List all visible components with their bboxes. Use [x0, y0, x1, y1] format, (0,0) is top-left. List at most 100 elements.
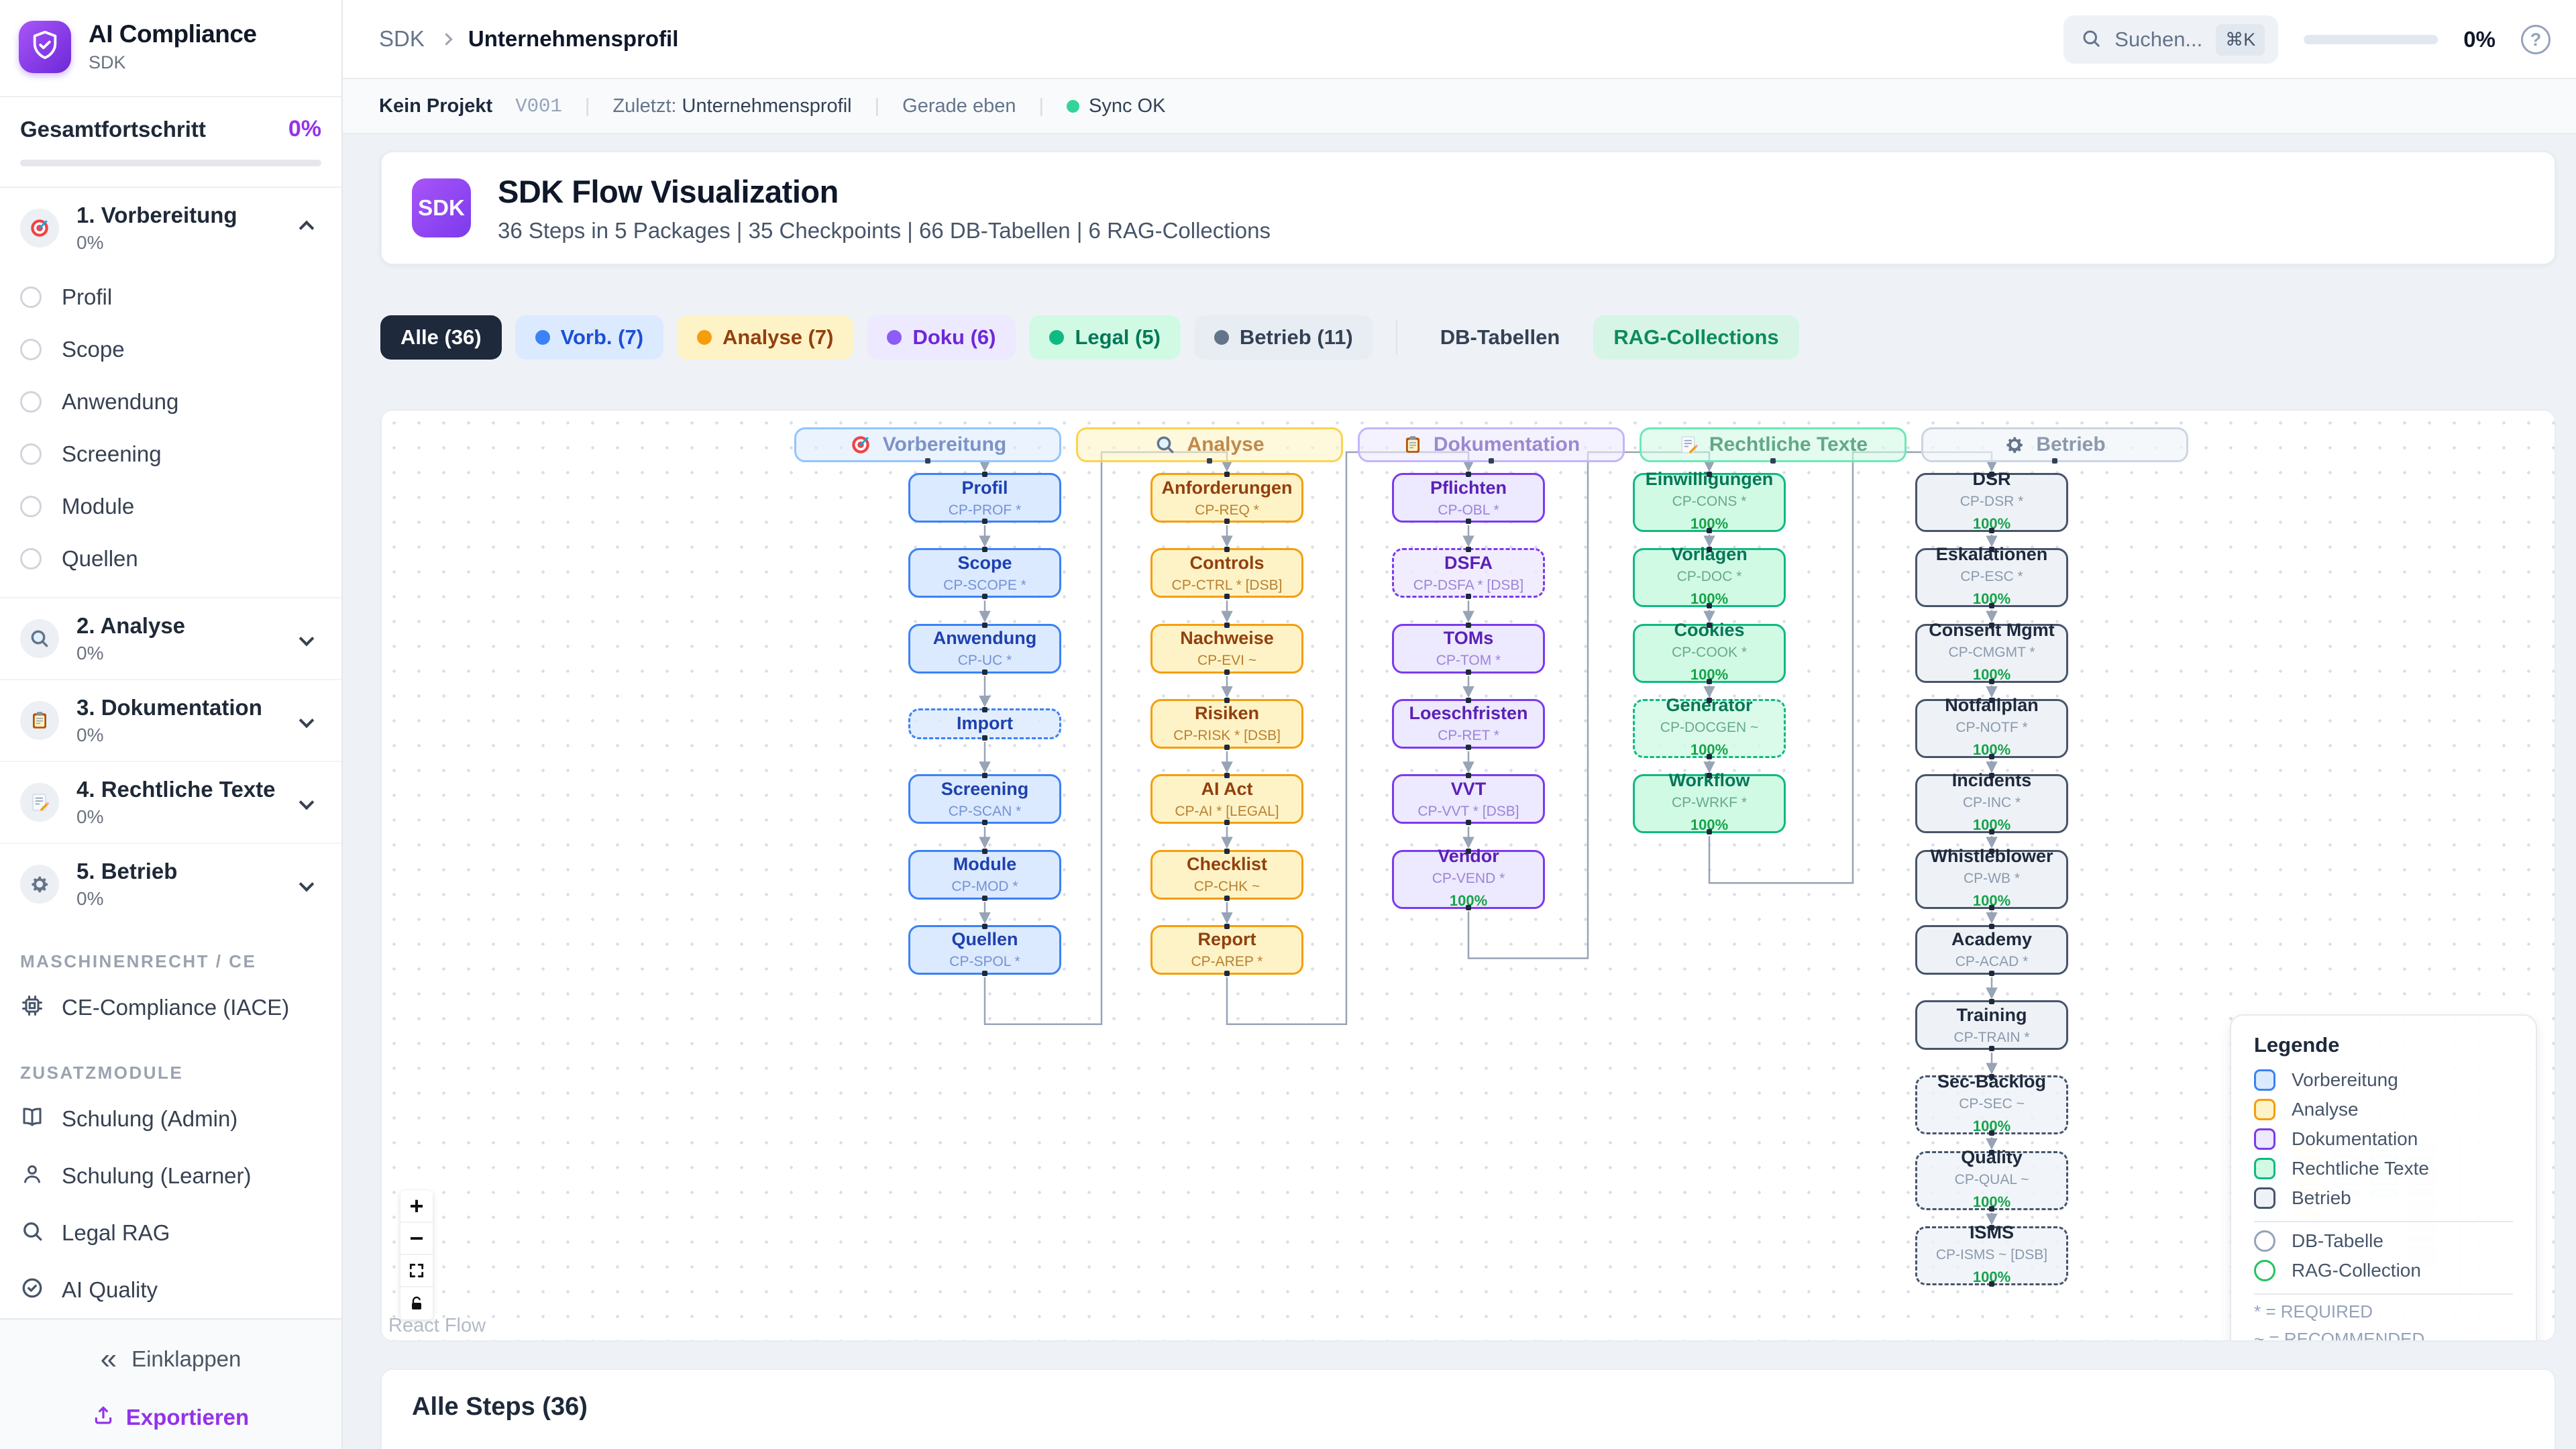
node-progress-pct: 100%	[1972, 515, 2011, 532]
sidebar-item-legal-rag[interactable]: Legal RAG	[0, 1204, 341, 1261]
column-header-analyse[interactable]: Analyse	[1076, 427, 1343, 464]
filter-chip-analyse-7-[interactable]: Analyse (7)	[677, 315, 854, 360]
sidebar-item-screening[interactable]: Screening	[0, 428, 341, 480]
fit-view-button[interactable]	[400, 1255, 433, 1287]
breadcrumb-root[interactable]: SDK	[379, 26, 425, 51]
flow-node-import[interactable]: Import	[908, 706, 1061, 741]
filter-chip-alle-36-[interactable]: Alle (36)	[380, 315, 502, 360]
phase-pct: 0%	[76, 643, 104, 663]
sidebar-item-schulung-learner-[interactable]: Schulung (Learner)	[0, 1147, 341, 1204]
collapse-sidebar-button[interactable]: « Einklappen	[100, 1342, 241, 1375]
sidebar-item-module[interactable]: Module	[0, 480, 341, 533]
question-circle-icon[interactable]: ?	[2521, 25, 2551, 54]
last-time: Gerade eben	[902, 95, 1016, 117]
sidebar-item-ce-compliance-iace-[interactable]: CE-Compliance (IACE)	[0, 979, 341, 1036]
overall-progress-value: 0%	[288, 116, 321, 142]
column-header-rechtliche-texte[interactable]: Rechtliche Texte	[1640, 427, 1907, 464]
chevron-down-icon	[299, 712, 315, 729]
reactflow-attribution[interactable]: React Flow	[388, 1315, 486, 1336]
filter-chip-legal-5-[interactable]: Legal (5)	[1029, 315, 1181, 360]
phase-name: 5. Betrieb	[76, 859, 178, 883]
phase-item-5[interactable]: 5. Betrieb 0%	[0, 843, 341, 924]
phase-item-4[interactable]: 4. Rechtliche Texte 0%	[0, 761, 341, 843]
node-progress-pct: 100%	[1690, 590, 1729, 608]
lock-toggle-button[interactable]	[400, 1287, 433, 1320]
legend-shape-item: RAG-Collection	[2254, 1260, 2513, 1281]
phase-item-1[interactable]: 1. Vorbereitung 0%	[0, 188, 341, 268]
filter-chip-rag-collections[interactable]: RAG-Collections	[1593, 315, 1799, 360]
column-header-vorbereitung[interactable]: Vorbereitung	[794, 427, 1061, 464]
all-steps-heading: Alle Steps (36)	[412, 1393, 588, 1421]
phase-item-3[interactable]: 3. Dokumentation 0%	[0, 679, 341, 761]
node-progress-pct: 100%	[1972, 741, 2011, 758]
sidebar-item-schulung-admin-[interactable]: Schulung (Admin)	[0, 1090, 341, 1147]
chevron-down-icon	[299, 794, 315, 810]
overall-progress-track	[20, 160, 321, 166]
filter-chip-doku-6-[interactable]: Doku (6)	[867, 315, 1016, 360]
sidebar-item-profil[interactable]: Profil	[0, 271, 341, 323]
sidebar-item-anwendung[interactable]: Anwendung	[0, 376, 341, 428]
filter-chip-vorb-7-[interactable]: Vorb. (7)	[515, 315, 664, 360]
sdk-badge: SDK	[412, 178, 471, 237]
phase-name: 4. Rechtliche Texte	[76, 777, 276, 802]
zoom-out-button[interactable]: −	[400, 1223, 433, 1255]
sync-status: Sync OK	[1067, 95, 1165, 117]
export-button[interactable]: Exportieren	[93, 1404, 249, 1431]
legend-note: ~ = RECOMMENDED	[2254, 1329, 2425, 1342]
sync-status-dot	[1067, 99, 1080, 113]
chevron-down-icon	[299, 876, 315, 892]
zoom-in-button[interactable]: +	[400, 1191, 433, 1223]
phase-item-2[interactable]: 2. Analyse 0%	[0, 597, 341, 679]
column-header-betrieb[interactable]: Betrieb	[1921, 427, 2188, 464]
filter-chip-betrieb-11-[interactable]: Betrieb (11)	[1193, 315, 1373, 360]
legend-title: Legende	[2254, 1033, 2340, 1057]
sidebar: AI Compliance SDK Gesamtfortschritt 0% 1…	[0, 0, 343, 1449]
sidebar-item-quellen[interactable]: Quellen	[0, 533, 341, 585]
node-progress-pct: 100%	[1690, 665, 1729, 683]
chip-dot-icon	[697, 330, 712, 345]
filter-chip-db-tabellen[interactable]: DB-Tabellen	[1419, 315, 1580, 360]
search-input[interactable]: Suchen... ⌘K	[2063, 15, 2279, 64]
column-header-dokumentation[interactable]: Dokumentation	[1358, 427, 1625, 464]
cpu-icon	[20, 994, 44, 1021]
sidebar-item-ai-quality[interactable]: AI Quality	[0, 1261, 341, 1318]
flow-header-card: SDK SDK Flow Visualization 36 Steps in 5…	[380, 151, 2556, 265]
sidebar-item-scope[interactable]: Scope	[0, 323, 341, 376]
